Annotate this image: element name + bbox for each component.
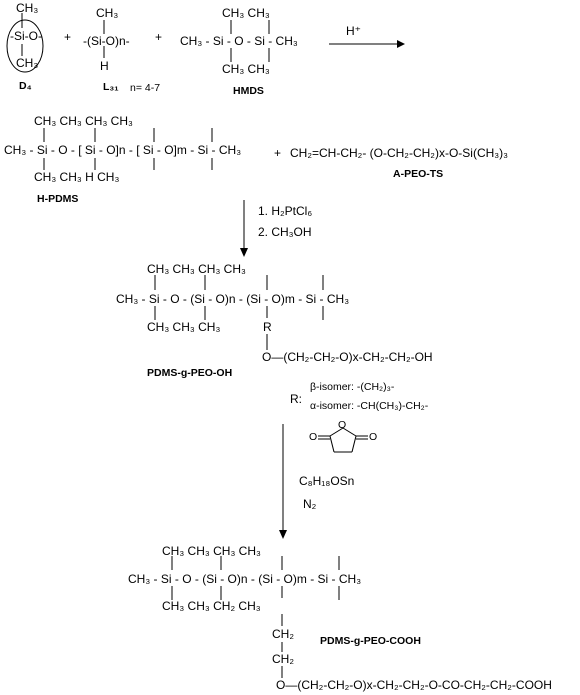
plus-sign: +: [274, 146, 282, 160]
d4-ch3-bottom: CH₃: [16, 56, 39, 70]
hpdms-formula: CH₃ - Si - O - [ Si - O]n - [ Si - O]m -…: [4, 143, 242, 157]
anhydride-carbonyl-oxygen: O: [309, 431, 318, 443]
cooh-ch2: CH₂: [272, 627, 294, 641]
hpdms-top: CH₃ CH₃ CH₃ CH₃: [34, 114, 133, 128]
d4-label: D₄: [19, 80, 32, 92]
anhydride-ring-oxygen: O: [338, 419, 347, 431]
l31-ch3: CH₃: [96, 6, 119, 20]
tin-catalyst: C₈H₁₈OSn: [299, 474, 355, 488]
reaction-arrowhead-1: [397, 40, 405, 48]
apeots-formula: CH₂=CH-CH₂- (O-CH₂-CH₂)x-O-Si(CH₃)₃: [290, 146, 509, 160]
hmds-ch3-bottom: CH₃ CH₃: [222, 62, 270, 76]
hmds-label: HMDS: [233, 85, 264, 97]
acid-catalyst: H⁺: [346, 24, 361, 38]
d4-si-o: -Si-O-: [10, 29, 42, 43]
cooh-bottom: CH₃ CH₃ CH₂ CH₃: [162, 599, 261, 613]
hpdms-bottom: CH₃ CH₃ H CH₃: [34, 170, 120, 184]
oh-formula: CH₃ - Si - O - (Si - O)n - (Si - O)m - S…: [116, 292, 350, 306]
anhydride-carbonyl-oxygen: O: [369, 431, 378, 443]
condition-1: 1. H₂PtCl₆: [258, 204, 313, 218]
apeots-label: A-PEO-TS: [393, 168, 444, 180]
plus-sign: +: [64, 30, 72, 44]
hmds-formula: CH₃ - Si - O - Si - CH₃: [180, 34, 298, 48]
reaction-arrowhead-3: [279, 530, 287, 539]
hmds-ch3-top: CH₃ CH₃: [222, 6, 270, 20]
l31-label: L₃₁: [103, 81, 119, 93]
hpdms-label: H-PDMS: [37, 193, 79, 205]
condition-2: 2. CH₃OH: [258, 225, 312, 239]
r-group: R: [263, 320, 272, 334]
oh-top: CH₃ CH₃ CH₃ CH₃: [147, 262, 246, 276]
cooh-ch2: CH₂: [272, 652, 294, 666]
pdms-peo-oh-label: PDMS-g-PEO-OH: [147, 367, 233, 379]
n-range-label: n= 4-7: [130, 82, 161, 94]
plus-sign: +: [155, 30, 163, 44]
peo-cooh-chain: O—(CH₂-CH₂-O)x-CH₂-CH₂-O-CO-CH₂-CH₂-COOH: [276, 678, 552, 692]
d4-ch3-top: CH₃: [16, 1, 39, 15]
l31-si-o: -(Si-O)n-: [83, 34, 130, 48]
peo-oh-chain: O—(CH₂-CH₂-O)x-CH₂-CH₂-OH: [262, 350, 433, 364]
nitrogen-atmosphere: N₂: [303, 497, 317, 511]
alpha-isomer: α-isomer: -CH(CH₃)-CH₂-: [310, 400, 429, 412]
pdms-peo-cooh-label: PDMS-g-PEO-COOH: [320, 635, 421, 647]
succinic-anhydride-structure: [318, 427, 368, 453]
reaction-arrowhead-2: [240, 248, 248, 257]
beta-isomer: β-isomer: -(CH₂)₃-: [310, 381, 395, 393]
oh-bottom: CH₃ CH₃ CH₃: [147, 320, 221, 334]
cooh-formula: CH₃ - Si - O - (Si - O)n - (Si - O)m - S…: [128, 572, 362, 586]
cooh-top: CH₃ CH₃ CH₃ CH₃: [162, 544, 261, 558]
l31-h: H: [100, 59, 109, 73]
r-definition-label: R:: [290, 392, 302, 406]
d4-ring: [6, 19, 44, 73]
